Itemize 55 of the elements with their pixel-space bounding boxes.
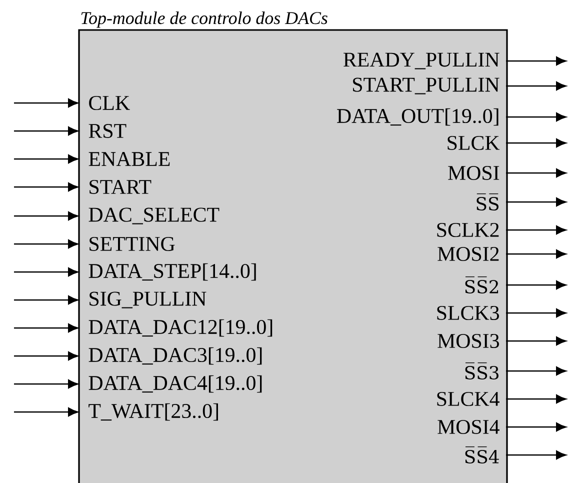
pin-label: MOSI2 [438, 246, 499, 262]
heading: Top-module de controlo dos DACs [81, 12, 328, 28]
arrow [14, 154, 78, 164]
arrow [506, 308, 566, 318]
pin-label: SCLK2 [437, 222, 499, 238]
pin-label: DATA_OUT[19..0] [337, 108, 498, 126]
pin-label: S̅S̅2 [465, 276, 498, 294]
arrow [14, 212, 78, 220]
pin-label: DATA_DAC12[19..0] [88, 319, 272, 337]
pin-label: START_PULLIN [353, 78, 500, 94]
arrow [14, 408, 78, 416]
arrow [14, 352, 78, 360]
pin-label: CLK [89, 96, 130, 110]
arrow [506, 250, 566, 258]
pin-label: S̅S̅4 [465, 446, 499, 464]
arrow [14, 296, 78, 304]
pin-label: RST [88, 124, 126, 138]
pin-label: DATA_STEP[14..0] [88, 263, 256, 281]
arrow [506, 198, 566, 206]
arrow [14, 240, 78, 248]
arrow [506, 138, 566, 148]
pin-label: SIG_PULLIN [90, 292, 206, 308]
pin-label: DAC_SELECT [88, 208, 220, 224]
arrow [14, 182, 78, 192]
pin-label: S̅S̅3 [465, 362, 498, 380]
arrow [14, 268, 78, 276]
arrow [506, 450, 566, 460]
arrow [14, 98, 78, 108]
pin-label: SLCK4 [437, 392, 500, 406]
pin-label: MOSI3 [438, 334, 499, 348]
arrow [506, 56, 566, 66]
pin-label: START [90, 180, 152, 194]
pin-label: MOSI4 [438, 420, 500, 434]
arrow [506, 422, 566, 432]
arrow [506, 366, 566, 376]
pin-label: DATA_DAC4[19..0] [88, 375, 262, 393]
arrow [14, 380, 78, 388]
arrow [14, 126, 78, 136]
pin-label: T_WAIT[23..0] [88, 403, 218, 421]
arrow [14, 324, 78, 332]
arrow [506, 394, 566, 404]
arrow [506, 112, 566, 122]
pin-label: SLCK3 [437, 306, 499, 320]
pin-label: SETTING [90, 236, 175, 252]
arrow [506, 226, 566, 234]
pin-label: MOSI [448, 166, 500, 180]
pin-label: ENABLE [88, 152, 170, 166]
arrow [506, 336, 566, 346]
arrow [506, 168, 566, 178]
pin-label: SLCK [448, 136, 500, 150]
arrow [506, 280, 566, 290]
pin-label: S̅S̅ [476, 193, 498, 211]
arrow [506, 82, 566, 90]
pin-label: READY_PULLIN [344, 52, 500, 70]
pin-label: DATA_DAC3[19..0] [88, 347, 262, 365]
